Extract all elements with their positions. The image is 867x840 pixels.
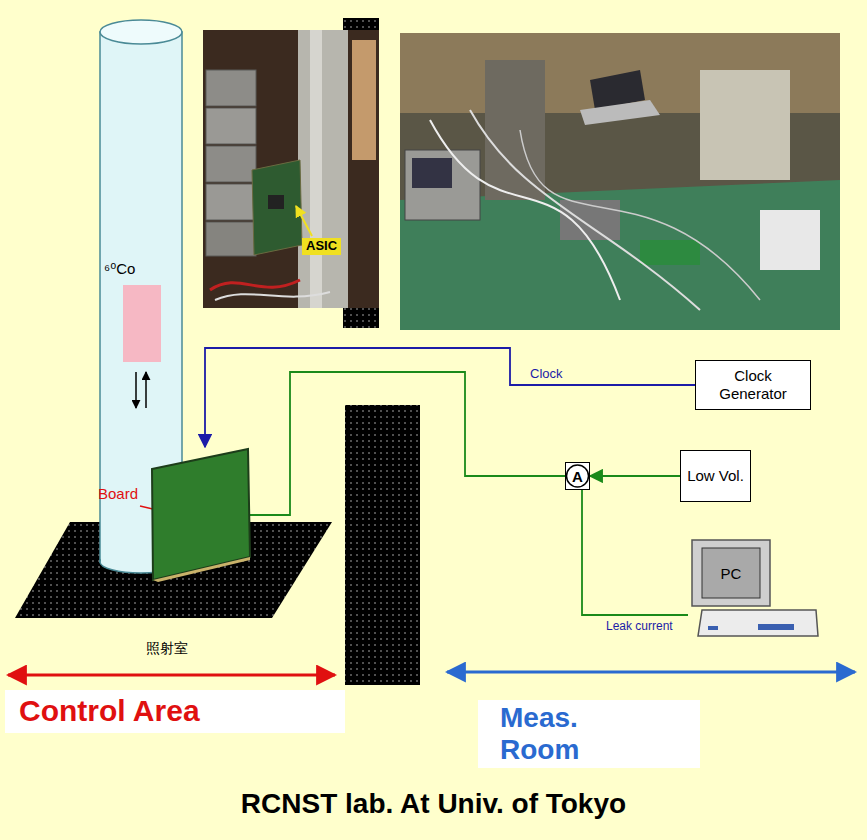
drawing-part — [206, 184, 256, 220]
isotope-label: ⁶⁰Co — [104, 260, 135, 277]
drawing-part — [430, 120, 620, 300]
drawing-part — [485, 60, 545, 200]
node-text: A — [572, 468, 583, 485]
keyboard — [698, 610, 818, 636]
area-span-arrow — [447, 671, 855, 674]
wire-connector — [205, 348, 695, 447]
drawing-part — [215, 292, 330, 300]
cobalt-source — [123, 285, 161, 362]
drawing-part — [560, 200, 620, 240]
signal-label: Leak current — [606, 619, 673, 633]
drawing-part — [210, 280, 300, 290]
circuit-board: Board — [150, 447, 250, 582]
drawing-part — [298, 30, 348, 308]
drawing-part — [700, 70, 790, 180]
wire-connector — [582, 490, 688, 615]
area-label: Meas. Room — [478, 700, 700, 768]
drawing-part — [400, 33, 840, 330]
signal-label: Clock — [530, 366, 563, 381]
node-text: Clock Generator — [701, 367, 805, 403]
monitor — [692, 540, 770, 606]
drawing-part — [206, 70, 256, 106]
node-text: PC — [702, 548, 760, 598]
measurement-photo — [400, 33, 840, 330]
drawing-part — [343, 306, 379, 328]
setup-photo — [203, 18, 379, 328]
shield-wall — [345, 405, 420, 685]
instrument-box: Low Vol. — [680, 450, 751, 502]
figure-caption: RCNST lab. At Univ. of Tokyo — [0, 788, 867, 820]
drawing-part — [100, 20, 182, 44]
area-span-arrow — [8, 674, 335, 677]
drawing-part — [206, 222, 256, 256]
drawing-part — [640, 240, 700, 265]
chip-label: ASIC — [302, 238, 341, 255]
drawing-part — [203, 30, 379, 308]
drawing-part — [206, 108, 256, 144]
keyboard-keys — [758, 624, 794, 630]
area-label: Control Area — [5, 690, 345, 733]
ammeter: A — [565, 462, 590, 490]
drawing-part — [520, 130, 760, 300]
drawing-part — [412, 158, 452, 188]
node-text: Low Vol. — [687, 467, 744, 485]
screen — [702, 548, 760, 598]
drawing-part — [268, 195, 284, 209]
board-edge — [153, 557, 250, 582]
drawing-part — [470, 110, 700, 310]
drawing-part — [352, 40, 376, 160]
drawing-part — [296, 206, 312, 236]
source-motion-arrow — [145, 372, 147, 408]
drawing-part — [405, 150, 480, 220]
pc-drawing — [688, 538, 820, 642]
pc-icon: PC — [688, 538, 820, 642]
instrument-box: Clock Generator — [695, 360, 811, 410]
board-shape — [150, 447, 250, 582]
drawing-part — [206, 146, 256, 182]
board-outline — [152, 449, 250, 580]
wire-connector — [590, 475, 680, 477]
drawing-part — [580, 100, 660, 125]
node-text: Board — [98, 485, 138, 502]
source-motion-arrow — [135, 372, 137, 408]
drawing-part — [760, 210, 820, 270]
wire-connector — [250, 372, 565, 515]
drawing-part — [310, 30, 322, 308]
room-label: 照射室 — [146, 640, 188, 656]
drawing-part — [252, 160, 302, 255]
meter-circle — [567, 465, 589, 487]
keyboard-keys — [708, 626, 718, 630]
drawing-part — [343, 18, 379, 32]
